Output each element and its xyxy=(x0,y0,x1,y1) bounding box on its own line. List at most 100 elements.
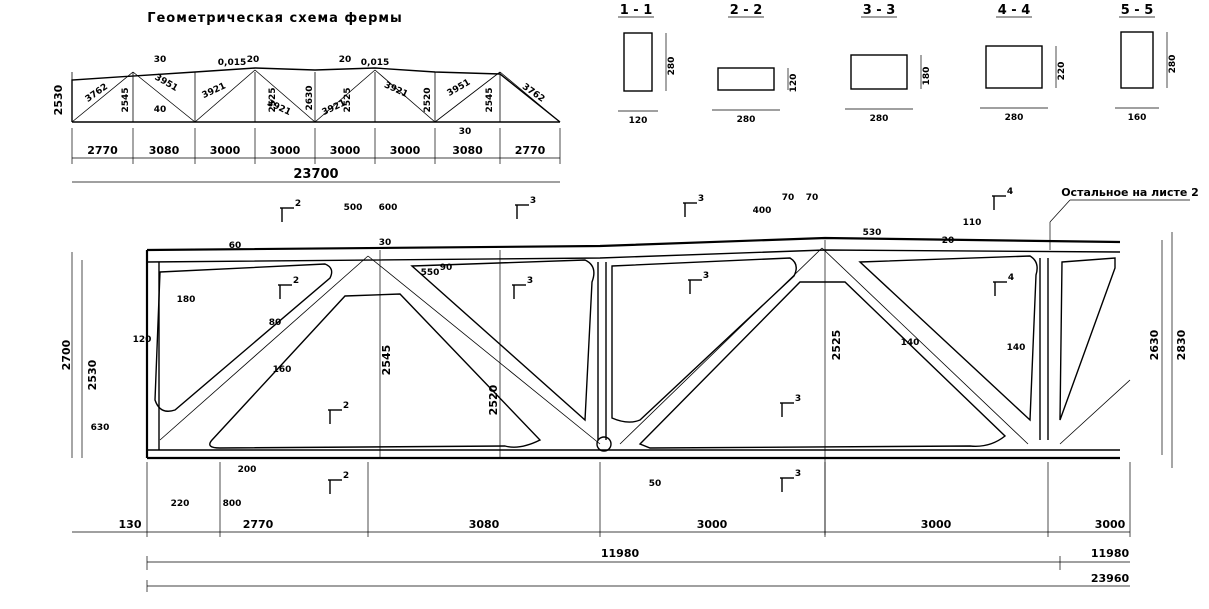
section-2-title: 2 - 2 xyxy=(730,3,763,18)
section-cut-label: 3 xyxy=(527,276,533,286)
misc-dimension: 220 xyxy=(171,499,190,509)
main-right-height: 2830 xyxy=(1175,329,1188,360)
main-left-height: 2530 xyxy=(86,359,99,390)
schema-span: 3080 xyxy=(452,144,483,157)
opening-6 xyxy=(858,255,1038,422)
misc-dimension: 60 xyxy=(229,241,242,251)
section-5-width: 160 xyxy=(1128,113,1147,123)
misc-dimension: 70 xyxy=(782,193,795,203)
schema-span: 3080 xyxy=(149,144,180,157)
schema-total: 23700 xyxy=(293,167,338,182)
misc-dimension: 530 xyxy=(863,228,882,238)
dim-2525: 2525 xyxy=(830,330,843,361)
main-right-height: 2630 xyxy=(1148,329,1161,360)
section-5-outline xyxy=(1120,31,1154,89)
misc-dimension: 140 xyxy=(1007,343,1026,353)
diagonal-axis xyxy=(367,255,601,445)
opening-5 xyxy=(638,281,1007,449)
schema-span: 3000 xyxy=(210,144,241,157)
misc-dimension: 140 xyxy=(901,338,920,348)
schema-height: 2525 xyxy=(343,87,353,112)
schema-height: 2545 xyxy=(485,87,495,112)
opening-7 xyxy=(1059,257,1116,421)
misc-dimension: 30 xyxy=(379,238,392,248)
section-2-width: 280 xyxy=(737,115,756,125)
misc-dimension: 120 xyxy=(133,335,152,345)
section-3-height: 180 xyxy=(922,67,932,86)
diagonal-axis xyxy=(1059,379,1131,445)
note-leader xyxy=(1049,199,1071,223)
section-3-width: 280 xyxy=(870,114,889,124)
schema-diagonal xyxy=(374,69,436,123)
section-1-height: 280 xyxy=(667,57,677,76)
section-4-outline xyxy=(985,45,1043,89)
section-3-outline xyxy=(850,54,908,90)
section-5-title: 5 - 5 xyxy=(1121,3,1154,18)
bottom-span: 130 xyxy=(119,518,142,531)
dim-2520: 2520 xyxy=(487,384,500,415)
schema-diagonal xyxy=(194,69,256,123)
schema-diagonal xyxy=(434,71,501,123)
schema-span: 3000 xyxy=(270,144,301,157)
dim-2545: 2545 xyxy=(380,345,393,376)
total-span: 23960 xyxy=(1091,572,1130,585)
misc-dimension: 20 xyxy=(942,236,955,246)
section-cut-label: 4 xyxy=(1007,187,1013,197)
schema-diagonal xyxy=(499,71,561,123)
schema-small: 20 xyxy=(339,55,352,65)
section-cut-label: 2 xyxy=(293,276,299,286)
section-5-height: 280 xyxy=(1168,55,1178,74)
misc-dimension: 80 xyxy=(269,318,282,328)
misc-dimension: 70 xyxy=(806,193,819,203)
schema-length: 3921 xyxy=(382,80,409,100)
misc-dimension: 550 xyxy=(421,268,440,278)
misc-dimension: 160 xyxy=(273,365,292,375)
section-1-outline xyxy=(623,32,653,92)
note-label: Остальное на листе 2 xyxy=(1061,186,1199,199)
section-3-title: 3 - 3 xyxy=(863,3,896,18)
schema-span: 2770 xyxy=(515,144,546,157)
diagonal-axis xyxy=(821,247,1029,445)
section-4-title: 4 - 4 xyxy=(998,3,1031,18)
schema-height: 2530 xyxy=(52,84,65,115)
misc-dimension: 630 xyxy=(91,423,110,433)
schema-small: 30 xyxy=(154,55,167,65)
schema-diagonal xyxy=(314,69,376,123)
bottom-span: 3080 xyxy=(469,518,500,531)
schema-small: 40 xyxy=(154,105,167,115)
node-circle xyxy=(596,436,612,452)
schema-title: Геометрическая схема фермы xyxy=(147,11,403,26)
misc-dimension: 400 xyxy=(753,206,772,216)
section-1-title: 1 - 1 xyxy=(620,3,653,18)
schema-diagonal xyxy=(254,69,316,123)
section-cut-label: 2 xyxy=(343,471,349,481)
misc-dimension: 600 xyxy=(379,203,398,213)
top-chord-inner xyxy=(146,249,1121,263)
diagonal-axis xyxy=(619,247,823,445)
schema-height: 2630 xyxy=(305,85,315,110)
misc-dimension: 180 xyxy=(177,295,196,305)
section-cut-label: 3 xyxy=(795,469,801,479)
schema-height: 2525 xyxy=(268,87,278,112)
schema-height: 2545 xyxy=(121,87,131,112)
opening-3 xyxy=(410,259,595,422)
section-cut-label: 3 xyxy=(530,196,536,206)
schema-length: 3921 xyxy=(321,98,348,118)
schema-small: 30 xyxy=(459,127,472,137)
half-span: 11980 xyxy=(1091,547,1130,560)
section-cut-label: 2 xyxy=(343,401,349,411)
section-4-height: 220 xyxy=(1057,62,1067,81)
section-2-outline xyxy=(717,67,775,91)
diagonal-axis xyxy=(159,255,369,441)
bottom-span: 3000 xyxy=(921,518,952,531)
schema-small: 0,015 xyxy=(361,58,389,68)
section-cut-label: 3 xyxy=(703,271,709,281)
misc-dimension: 800 xyxy=(223,499,242,509)
section-cut-label: 3 xyxy=(795,394,801,404)
schema-height: 2520 xyxy=(423,87,433,112)
misc-dimension: 90 xyxy=(440,263,453,273)
main-left-height: 2700 xyxy=(60,339,73,370)
half-span: 11980 xyxy=(601,547,640,560)
bottom-span: 3000 xyxy=(1095,518,1126,531)
